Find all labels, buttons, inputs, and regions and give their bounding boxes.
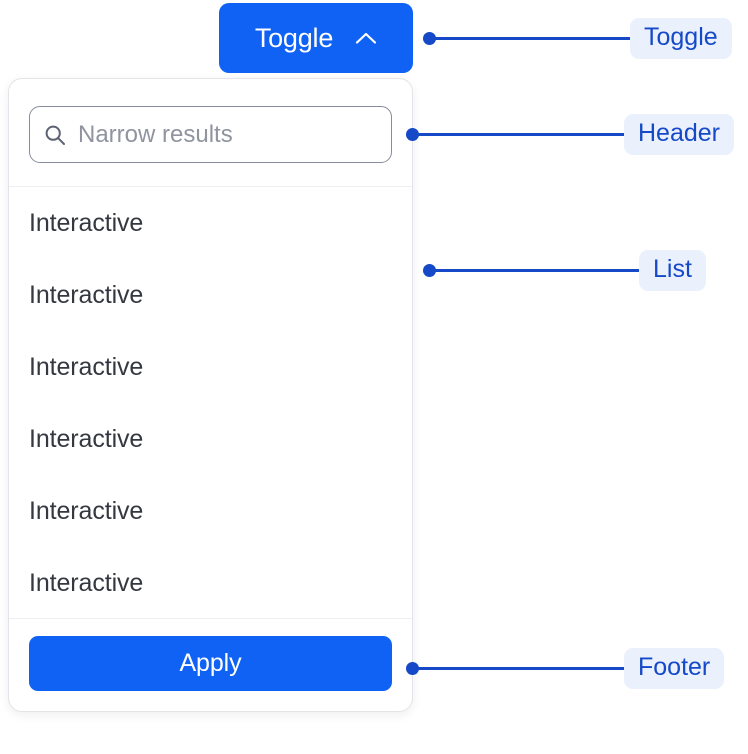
list-item[interactable]: Interactive: [29, 280, 144, 309]
annotation-leader-line: [418, 666, 625, 670]
list-item[interactable]: Interactive: [29, 352, 144, 381]
list-item[interactable]: Interactive: [29, 496, 144, 525]
annotation-list: List: [423, 249, 706, 291]
annotation-header: Header: [406, 113, 734, 155]
annotation-label: Toggle: [630, 17, 732, 59]
dropdown-header: [9, 79, 412, 187]
dropdown-list: Interactive Interactive Interactive Inte…: [9, 187, 412, 618]
search-icon: [44, 124, 66, 146]
annotation-dot-icon: [406, 661, 419, 675]
toggle-button-label: Toggle: [254, 22, 334, 53]
list-item[interactable]: Interactive: [29, 568, 144, 597]
list-item[interactable]: Interactive: [29, 424, 144, 453]
annotation-dot-icon: [423, 263, 436, 277]
annotation-dot-icon: [423, 31, 436, 45]
annotation-label: Header: [624, 113, 734, 155]
annotation-leader-line: [435, 36, 631, 40]
annotation-footer: Footer: [406, 647, 725, 689]
search-box[interactable]: [29, 106, 392, 163]
dropdown-footer: Apply: [9, 618, 412, 711]
dropdown-panel: Interactive Interactive Interactive Inte…: [8, 78, 413, 712]
chevron-up-icon: [355, 31, 377, 45]
annotation-toggle: Toggle: [423, 17, 732, 59]
search-input[interactable]: [78, 120, 377, 149]
annotation-label: List: [639, 249, 706, 291]
list-item[interactable]: Interactive: [29, 208, 144, 237]
annotation-leader-line: [418, 132, 625, 136]
annotation-leader-line: [435, 268, 640, 272]
annotation-label: Footer: [624, 647, 725, 689]
apply-button[interactable]: Apply: [29, 636, 392, 691]
annotation-dot-icon: [406, 127, 419, 141]
toggle-button[interactable]: Toggle: [219, 3, 413, 73]
